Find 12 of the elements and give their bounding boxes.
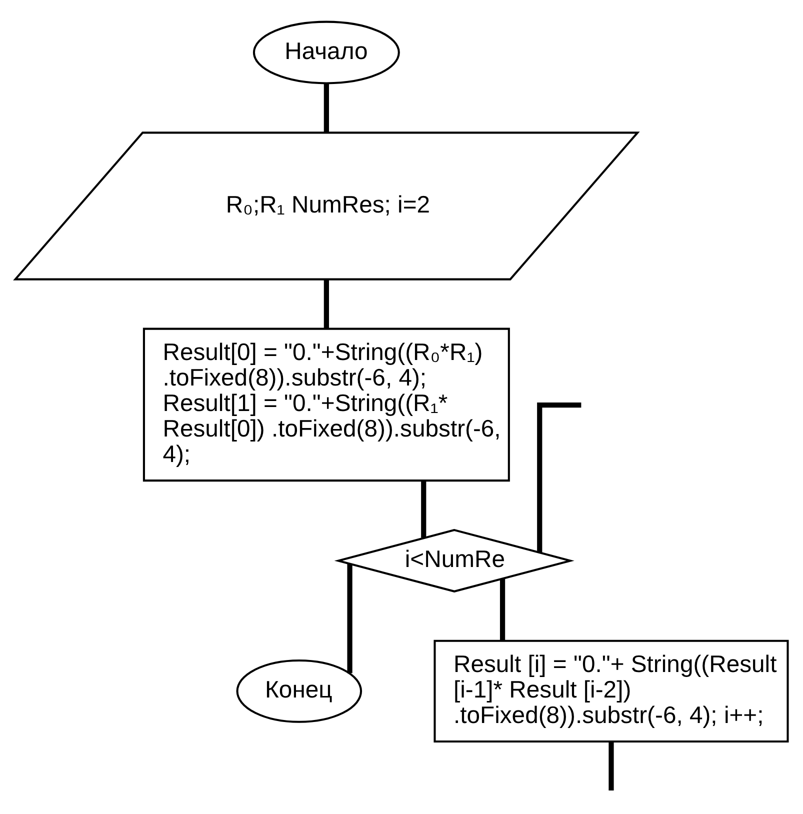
- node-box: Result [i] = "0."+ String((Result [i-1]* Result [i-2]) .toFixed(8)).substr(-6, 4); i++;: [434, 640, 789, 743]
- connector: [421, 480, 426, 538]
- node-ellipse: Конец: [236, 659, 362, 723]
- connector: [537, 402, 582, 552]
- node-box: Result[0] = "0."+String((R₀*R₁) .toFixed(8)).substr(-6, 4); Result[1] = "0."+String((R₁* Result[0]) .toFixed(8)).substr(-6, 4);: [142, 328, 510, 482]
- connector: [608, 742, 614, 790]
- connector: [324, 279, 329, 328]
- connector: [500, 578, 506, 641]
- node-diamond: i<NumRe: [334, 528, 574, 592]
- connector: [324, 84, 329, 132]
- node-ellipse: Начало: [252, 20, 400, 84]
- connector: [347, 564, 352, 674]
